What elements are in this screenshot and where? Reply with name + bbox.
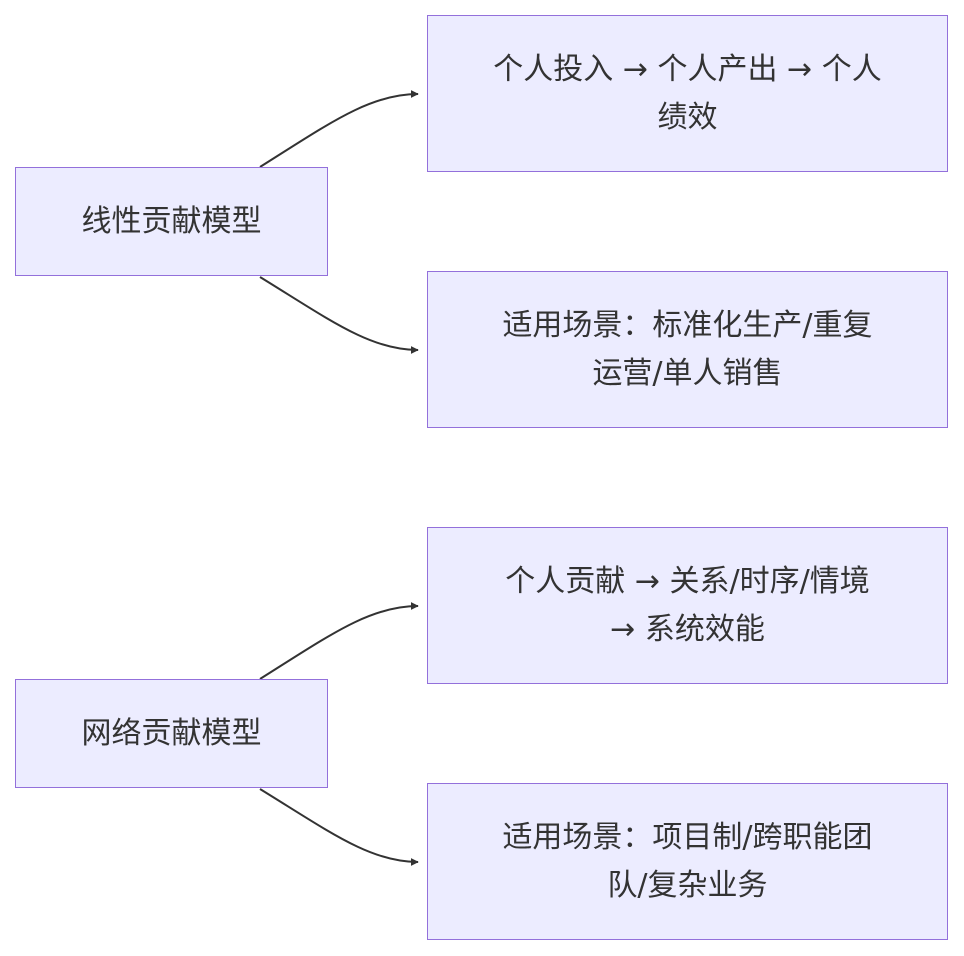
- edge-network-to-scenario: [259, 788, 419, 866]
- network-chain-node: 个人贡献 → 关系/时序/情境 → 系统效能: [427, 527, 948, 684]
- network-contribution-model-node: 网络贡献模型: [15, 679, 328, 788]
- edge-linear-to-scenario: [259, 276, 419, 354]
- linear-chain-label: 个人投入 → 个人产出 → 个人绩效: [493, 51, 882, 135]
- linear-scenario-node: 适用场景：标准化生产/重复运营/单人销售: [427, 271, 948, 428]
- edge-network-to-chain: [259, 602, 419, 680]
- network-scenario-label: 适用场景：项目制/跨职能团队/复杂业务: [502, 819, 873, 903]
- linear-contribution-model-node: 线性贡献模型: [15, 167, 328, 276]
- linear-chain-node: 个人投入 → 个人产出 → 个人绩效: [427, 15, 948, 172]
- linear-contribution-model-label: 线性贡献模型: [81, 203, 262, 239]
- linear-scenario-label: 适用场景：标准化生产/重复运营/单人销售: [502, 307, 873, 391]
- edge-linear-to-chain: [259, 90, 419, 168]
- network-chain-label: 个人贡献 → 关系/时序/情境 → 系统效能: [505, 563, 870, 647]
- network-contribution-model-label: 网络贡献模型: [81, 715, 262, 751]
- network-scenario-node: 适用场景：项目制/跨职能团队/复杂业务: [427, 783, 948, 940]
